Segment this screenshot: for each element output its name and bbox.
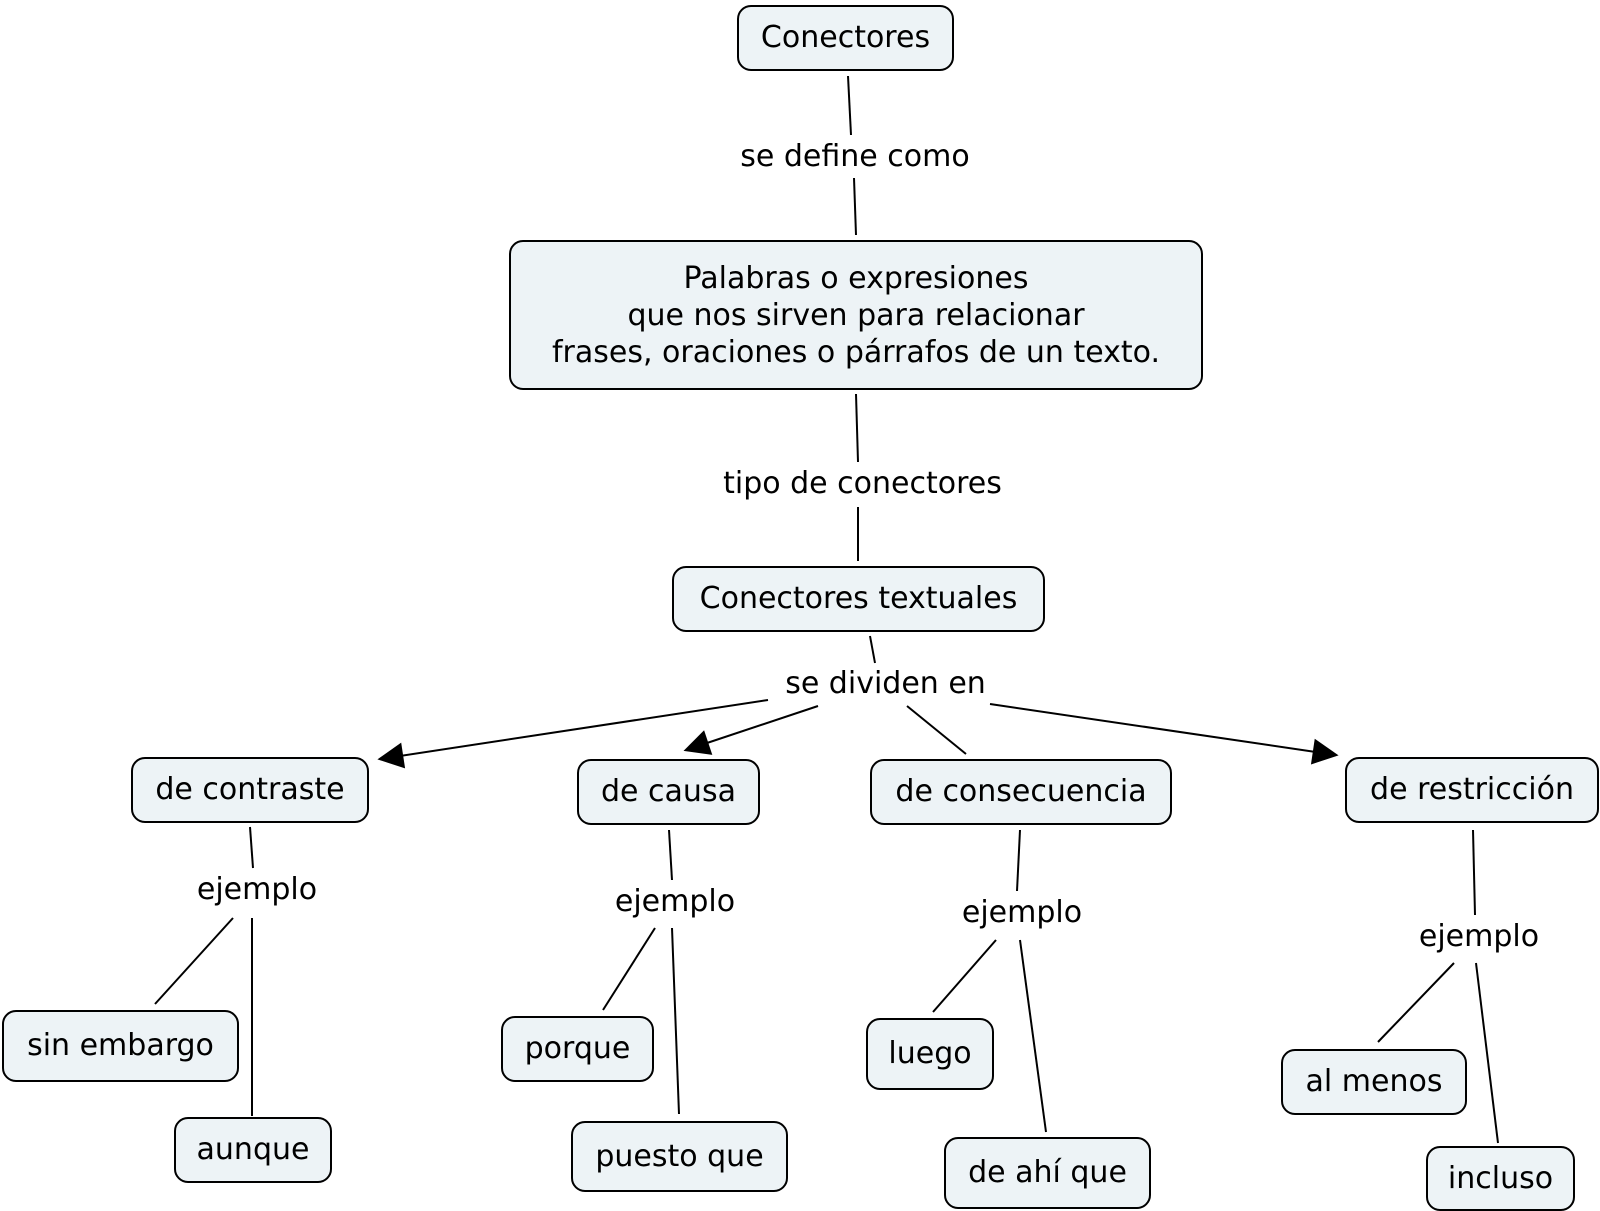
edge-divides-to-cause (683, 705, 819, 755)
node-al-menos: al menos (1281, 1049, 1467, 1115)
edge-example-consequence-to-de-ahi-que (1019, 939, 1047, 1133)
edge-divides-to-consequence (906, 705, 967, 755)
definition-line-1: Palabras o expresiones (683, 260, 1029, 296)
node-de-consecuencia: de consecuencia (870, 759, 1172, 825)
edge-defines-to-definition (853, 177, 857, 236)
definition-line-3: frases, oraciones o párrafos de un texto… (551, 334, 1161, 370)
edge-example-consequence-to-luego (932, 939, 997, 1013)
edge-definition-to-types (855, 393, 859, 463)
node-definition: Palabras o expresiones que nos sirven pa… (509, 240, 1203, 390)
edge-example-cause-to-puesto-que (671, 927, 680, 1115)
node-sin-embargo: sin embargo (2, 1010, 239, 1082)
edge-contrast-to-example (249, 826, 254, 869)
node-conectores-textuales: Conectores textuales (672, 566, 1045, 632)
node-incluso: incluso (1426, 1146, 1575, 1211)
edge-cause-to-example (668, 829, 673, 881)
edge-consequence-to-example (1016, 829, 1021, 892)
edge-divides-to-restriction (989, 703, 1339, 765)
node-de-causa: de causa (577, 759, 760, 825)
edge-root-to-defines (847, 75, 852, 136)
edge-restriction-to-example (1472, 829, 1476, 916)
node-porque: porque (501, 1016, 654, 1082)
link-label-ejemplo-consecuencia: ejemplo (951, 895, 1093, 931)
node-aunque: aunque (174, 1117, 332, 1183)
link-label-se-dividen-en: se dividen en (773, 666, 998, 702)
node-luego: luego (866, 1018, 994, 1090)
edge-example-restriction-to-al-menos (1377, 962, 1455, 1043)
link-label-ejemplo-causa: ejemplo (604, 884, 746, 920)
node-conectores: Conectores (737, 5, 954, 71)
edge-divides-to-contrast (377, 699, 769, 769)
node-de-contraste: de contraste (131, 757, 369, 823)
edge-example-restriction-to-incluso (1475, 962, 1499, 1144)
node-de-ahi-que: de ahí que (944, 1137, 1151, 1209)
link-label-ejemplo-restriccion: ejemplo (1408, 919, 1550, 955)
link-label-ejemplo-contraste: ejemplo (186, 872, 328, 908)
edge-example-cause-to-porque (602, 927, 656, 1011)
link-label-tipo-de-conectores: tipo de conectores (711, 466, 1014, 502)
link-label-se-define-como: se define como (726, 139, 984, 175)
node-de-restriccion: de restricción (1345, 757, 1599, 823)
definition-line-2: que nos sirven para relacionar (627, 297, 1085, 333)
edge-textual-to-divides (869, 635, 876, 664)
edge-example-contrast-to-sin-embargo (154, 917, 234, 1005)
node-puesto-que: puesto que (571, 1121, 788, 1192)
